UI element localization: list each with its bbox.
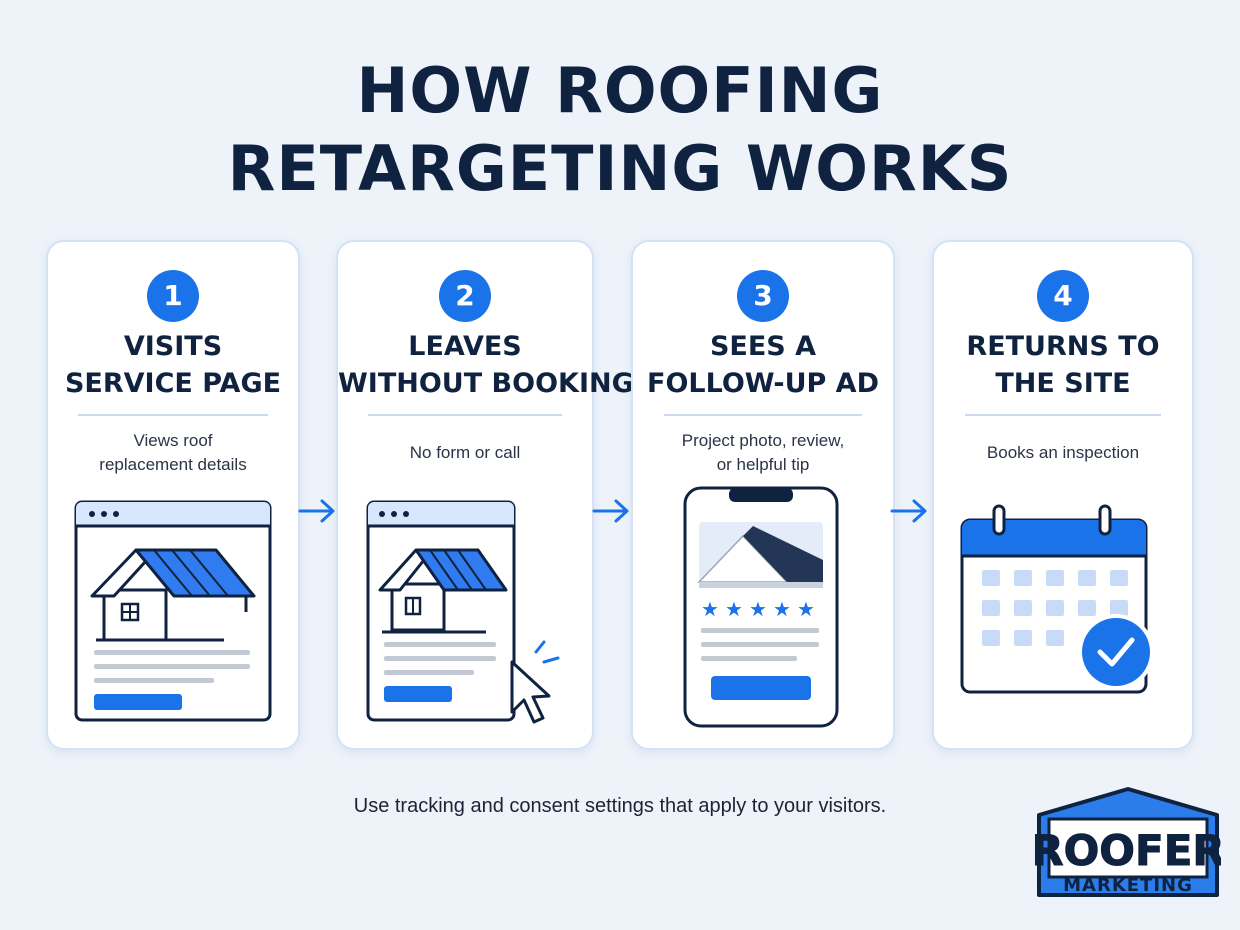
step-heading-line-2: WITHOUT BOOKING <box>338 368 634 399</box>
browser-house-icon <box>74 500 272 722</box>
svg-text:★: ★ <box>725 597 743 621</box>
footer-note: Use tracking and consent settings that a… <box>353 795 887 817</box>
step-description-line-1: Books an inspection <box>986 443 1140 462</box>
svg-text:★: ★ <box>773 597 791 621</box>
step-description: No form or call <box>338 441 592 465</box>
arrow-right-icon <box>592 499 629 523</box>
logo-line-1: ROOFER <box>1035 826 1221 875</box>
page-title: HOW ROOFING RETARGETING WORKS <box>0 52 1240 208</box>
step-card-3: 3 SEES A FOLLOW-UP AD Project photo, rev… <box>631 240 895 750</box>
divider <box>664 414 862 416</box>
step-heading: VISITS SERVICE PAGE <box>48 328 298 402</box>
step-description-line-1: Project photo, review, <box>681 431 845 450</box>
step-card-2: 2 LEAVES WITHOUT BOOKING No form or call <box>336 240 634 750</box>
step-heading: LEAVES WITHOUT BOOKING <box>338 328 634 402</box>
step-description: Views roof replacement details <box>48 429 298 477</box>
step-heading: SEES A FOLLOW-UP AD <box>633 328 893 402</box>
divider <box>78 414 268 416</box>
step-description-line-1: No form or call <box>409 443 521 462</box>
step-heading-line-2: SERVICE PAGE <box>64 368 282 399</box>
step-heading-line-1: LEAVES <box>408 331 522 362</box>
calendar-check-icon <box>960 504 1154 694</box>
arrow-right-icon <box>298 499 335 523</box>
step-description: Project photo, review, or helpful tip <box>633 429 893 477</box>
step-description-line-1: Views roof <box>133 431 213 450</box>
title-line-2: RETARGETING WORKS <box>227 132 1013 205</box>
phone-ad-icon: ★★★★★ <box>683 486 839 728</box>
title-line-1: HOW ROOFING <box>356 54 884 127</box>
svg-text:★: ★ <box>749 597 767 621</box>
step-number-badge: 2 <box>439 270 491 322</box>
step-heading-line-1: VISITS <box>123 331 223 362</box>
step-heading-line-1: RETURNS TO <box>966 331 1160 362</box>
step-number-badge: 1 <box>147 270 199 322</box>
svg-text:★: ★ <box>701 597 719 621</box>
step-card-1: 1 VISITS SERVICE PAGE Views roof replace… <box>46 240 300 750</box>
step-heading-line-2: THE SITE <box>995 368 1131 399</box>
divider <box>368 414 562 416</box>
svg-text:★: ★ <box>797 597 815 621</box>
divider <box>964 414 1162 416</box>
browser-cursor-icon <box>366 500 560 724</box>
step-heading-line-1: SEES A <box>709 331 817 362</box>
step-number-badge: 4 <box>1037 270 1089 322</box>
step-description-line-2: replacement details <box>99 455 247 474</box>
arrow-right-icon <box>890 499 927 523</box>
step-number-badge: 3 <box>737 270 789 322</box>
step-description: Books an inspection <box>934 441 1192 465</box>
step-description-line-2: or helpful tip <box>716 455 810 474</box>
roofer-marketing-logo: ROOFER MARKETING <box>1035 787 1221 897</box>
logo-line-2: MARKETING <box>1063 875 1193 896</box>
step-heading: RETURNS TO THE SITE <box>934 328 1192 402</box>
step-card-4: 4 RETURNS TO THE SITE Books an inspectio… <box>932 240 1194 750</box>
step-heading-line-2: FOLLOW-UP AD <box>647 368 879 399</box>
